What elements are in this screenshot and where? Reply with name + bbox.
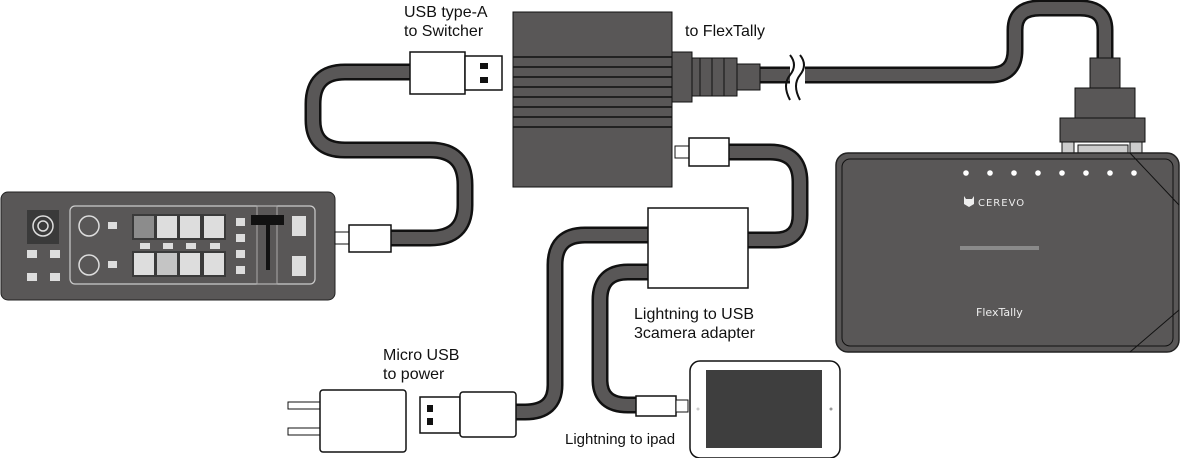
- usb-a-plug-power: [419, 391, 517, 438]
- micro-usb-plug: [334, 224, 392, 253]
- label-line: USB type-A: [404, 4, 488, 21]
- lightning-plug: [635, 395, 689, 417]
- label-lightning-ipad: Lightning to ipad: [565, 431, 676, 448]
- label-line: 3camera adapter: [634, 325, 755, 342]
- label-line: to power: [383, 366, 445, 383]
- usb-type-a-plug: [409, 51, 503, 95]
- flextally-device: CEREVO FlexTally: [835, 152, 1180, 353]
- label-to-flextally: to FlexTally: [685, 23, 766, 40]
- cables: [304, 0, 1114, 421]
- tally-converter-box: [512, 11, 761, 188]
- label-usb-type-a: USB type-A to Switcher: [404, 3, 488, 41]
- label-line: to Switcher: [404, 23, 484, 40]
- power-adapter: [287, 389, 407, 453]
- cerevo-logo-icon: [964, 196, 974, 207]
- label-camera-adapter: Lightning to USB 3camera adapter: [634, 305, 755, 343]
- cable-break-mark: [785, 54, 805, 101]
- brand-logo: CEREVO: [978, 198, 1025, 209]
- label-line: Lightning to USB: [634, 306, 755, 323]
- label-line: Micro USB: [383, 347, 460, 364]
- ipad: [689, 360, 841, 458]
- device-name: FlexTally: [976, 306, 1023, 319]
- video-switcher: [0, 191, 336, 301]
- lightning-usb-camera-adapter: [647, 207, 749, 289]
- db-connector: [1059, 57, 1146, 156]
- label-micro-usb-power: Micro USB to power: [383, 346, 459, 384]
- micro-usb-plug-converter: [674, 137, 730, 167]
